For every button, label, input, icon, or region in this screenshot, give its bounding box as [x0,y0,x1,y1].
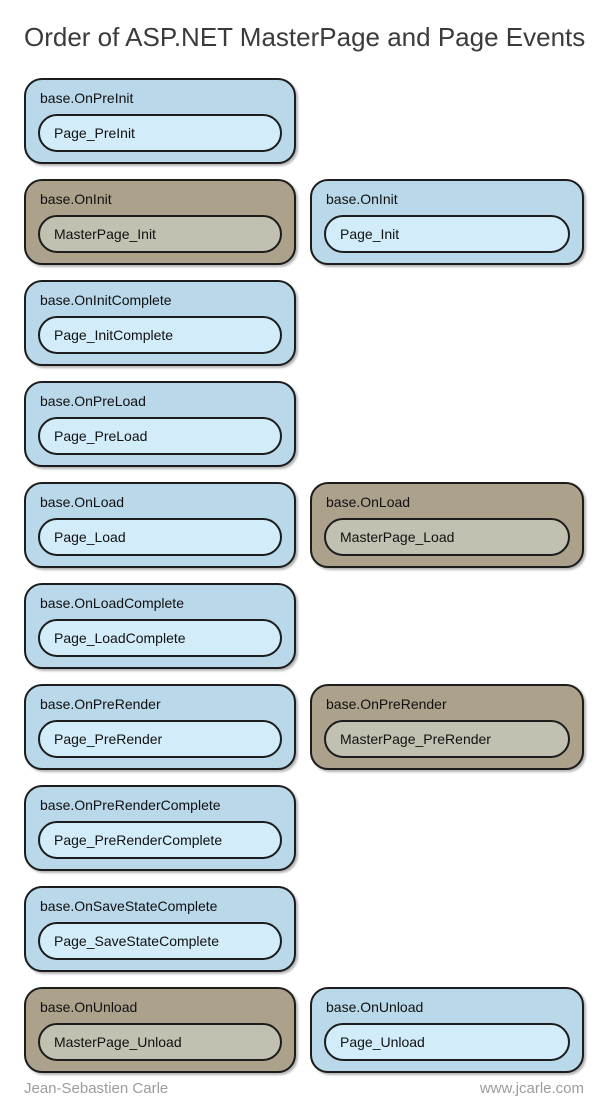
event-label: base.OnUnload [40,999,138,1015]
handler-box: MasterPage_PreRender [324,720,570,758]
handler-box: Page_SaveStateComplete [38,922,282,960]
handler-label: Page_Unload [340,1034,425,1050]
handler-box: Page_PreInit [38,114,282,152]
handler-box: Page_InitComplete [38,316,282,354]
event-label: base.OnLoad [326,494,411,510]
handler-box: Page_LoadComplete [38,619,282,657]
footer-author: Jean-Sebastien Carle [24,1080,169,1097]
handler-label: Page_PreLoad [54,428,148,444]
event-box-master-unload: base.OnUnload MasterPage_Unload [24,987,296,1073]
event-box-page-unload: base.OnUnload Page_Unload [310,987,584,1073]
handler-label: Page_PreRender [54,731,163,747]
event-box-page-prerender: base.OnPreRender Page_PreRender [24,684,296,770]
event-label: base.OnSaveStateComplete [40,898,218,914]
event-label: base.OnPreLoad [40,393,146,409]
handler-box: Page_Unload [324,1023,570,1061]
event-rows: base.OnPreInit Page_PreInit base.OnInit … [24,78,584,1073]
row-prerendercomplete: base.OnPreRenderComplete Page_PreRenderC… [24,785,584,871]
event-label: base.OnLoad [40,494,125,510]
event-box-page-savestatecomplete: base.OnSaveStateComplete Page_SaveStateC… [24,886,296,972]
event-label: base.OnLoadComplete [40,595,184,611]
footer-website: www.jcarle.com [479,1080,584,1097]
event-label: base.OnInit [40,191,112,207]
row-load: base.OnLoad Page_Load base.OnLoad Master… [24,482,584,568]
handler-label: Page_PreInit [54,125,135,141]
event-label: base.OnUnload [326,999,424,1015]
event-box-master-prerender: base.OnPreRender MasterPage_PreRender [310,684,584,770]
event-label: base.OnPreRenderComplete [40,797,221,813]
handler-label: Page_LoadComplete [54,630,186,646]
event-label: base.OnPreInit [40,90,134,106]
event-box-page-initcomplete: base.OnInitComplete Page_InitComplete [24,280,296,366]
handler-label: MasterPage_Unload [54,1034,182,1050]
event-label: base.OnPreRender [40,696,161,712]
row-init: base.OnInit MasterPage_Init base.OnInit … [24,179,584,265]
row-prerender: base.OnPreRender Page_PreRender base.OnP… [24,684,584,770]
event-box-page-loadcomplete: base.OnLoadComplete Page_LoadComplete [24,583,296,669]
event-box-page-prerendercomplete: base.OnPreRenderComplete Page_PreRenderC… [24,785,296,871]
handler-label: MasterPage_Load [340,529,455,545]
event-label: base.OnInit [326,191,398,207]
handler-label: Page_Load [54,529,126,545]
handler-label: Page_InitComplete [54,327,174,343]
event-label: base.OnPreRender [326,696,447,712]
handler-box: MasterPage_Unload [38,1023,282,1061]
event-box-master-load: base.OnLoad MasterPage_Load [310,482,584,568]
event-box-page-init: base.OnInit Page_Init [310,179,584,265]
row-initcomplete: base.OnInitComplete Page_InitComplete [24,280,584,366]
event-label: base.OnInitComplete [40,292,172,308]
row-preinit: base.OnPreInit Page_PreInit [24,78,584,164]
row-loadcomplete: base.OnLoadComplete Page_LoadComplete [24,583,584,669]
handler-label: Page_PreRenderComplete [54,832,223,848]
event-box-page-load: base.OnLoad Page_Load [24,482,296,568]
event-box-page-preload: base.OnPreLoad Page_PreLoad [24,381,296,467]
page-title: Order of ASP.NET MasterPage and Page Eve… [24,22,586,52]
handler-box: MasterPage_Init [38,215,282,253]
handler-label: Page_SaveStateComplete [54,933,219,949]
event-box-page-preinit: base.OnPreInit Page_PreInit [24,78,296,164]
handler-box: MasterPage_Load [324,518,570,556]
handler-box: Page_PreLoad [38,417,282,455]
handler-label: MasterPage_Init [54,226,156,242]
handler-box: Page_Init [324,215,570,253]
handler-label: MasterPage_PreRender [340,731,491,747]
handler-label: Page_Init [340,226,400,242]
row-unload: base.OnUnload MasterPage_Unload base.OnU… [24,987,584,1073]
handler-box: Page_Load [38,518,282,556]
row-savestatecomplete: base.OnSaveStateComplete Page_SaveStateC… [24,886,584,972]
row-preload: base.OnPreLoad Page_PreLoad [24,381,584,467]
event-box-master-init: base.OnInit MasterPage_Init [24,179,296,265]
handler-box: Page_PreRenderComplete [38,821,282,859]
handler-box: Page_PreRender [38,720,282,758]
